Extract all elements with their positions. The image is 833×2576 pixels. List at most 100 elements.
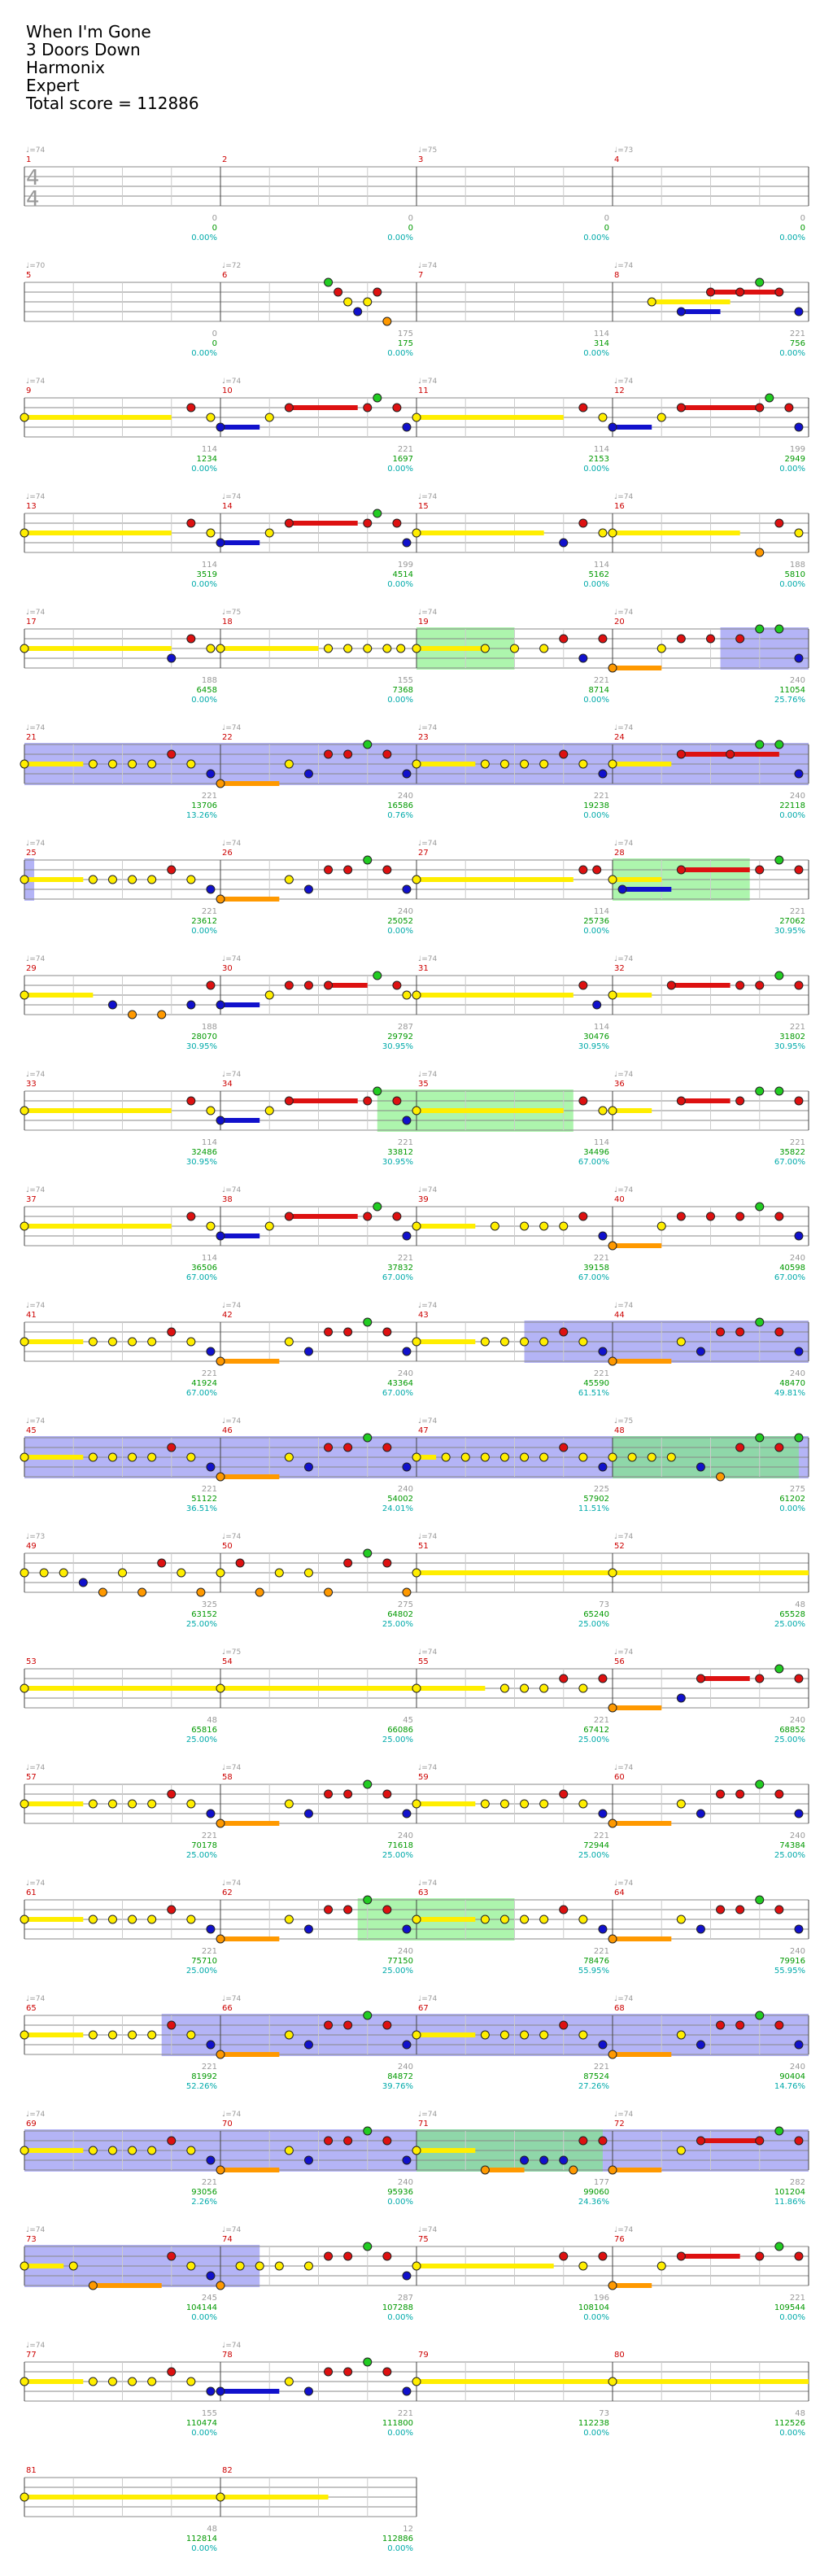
note-gem bbox=[206, 1347, 216, 1356]
note-gem bbox=[598, 413, 608, 422]
sustain-bar bbox=[24, 762, 84, 766]
note-gem bbox=[147, 1337, 157, 1347]
sustain-bar bbox=[220, 1118, 260, 1123]
measure-points: 155 bbox=[202, 2409, 217, 2418]
measure-points: 114 bbox=[202, 1138, 217, 1147]
note-gem bbox=[647, 297, 656, 307]
measure-number: 59 bbox=[418, 1773, 429, 1782]
note-gem bbox=[608, 528, 617, 538]
tempo-marker: ♩=75 bbox=[418, 146, 437, 155]
measure-percent: 24.01% bbox=[382, 1504, 413, 1513]
measure-number: 34 bbox=[222, 1080, 233, 1089]
measure-percent: 14.76% bbox=[774, 2082, 805, 2091]
note-gem bbox=[676, 2146, 686, 2155]
note-gem bbox=[402, 884, 412, 894]
tempo-marker: ♩=74 bbox=[26, 955, 46, 963]
measure-percent: 27.26% bbox=[578, 2082, 609, 2091]
tempo-marker: ♩=74 bbox=[418, 1533, 438, 1541]
sustain-bar bbox=[700, 2138, 760, 2143]
note-gem bbox=[186, 1799, 196, 1809]
note-gem bbox=[88, 1452, 98, 1462]
measure-points: 73 bbox=[599, 1600, 609, 1609]
measure-percent: 2.26% bbox=[191, 2198, 217, 2207]
measure-points: 287 bbox=[398, 2294, 413, 2303]
note-gem bbox=[343, 1789, 353, 1799]
note-gem bbox=[402, 1924, 412, 1934]
note-gem bbox=[343, 1558, 353, 1568]
measure-percent: 0.00% bbox=[779, 2313, 805, 2322]
note-gem bbox=[774, 1789, 784, 1799]
note-gem bbox=[539, 759, 549, 769]
note-gem bbox=[216, 2050, 225, 2059]
sustain-bar bbox=[24, 877, 84, 882]
note-gem bbox=[147, 1915, 157, 1924]
sustain-bar bbox=[416, 993, 574, 998]
measure-score: 65816 bbox=[191, 1726, 217, 1735]
note-gem bbox=[696, 1347, 705, 1356]
note-gem bbox=[284, 1212, 294, 1221]
note-gem bbox=[578, 2030, 588, 2040]
measure-score: 4514 bbox=[393, 570, 413, 579]
sustain-bar bbox=[730, 752, 779, 757]
tempo-marker: ♩=74 bbox=[418, 2226, 438, 2234]
measure-percent: 30.95% bbox=[382, 1158, 413, 1167]
note-gem bbox=[363, 1895, 373, 1905]
measure-score: 65528 bbox=[779, 1610, 805, 1619]
note-gem bbox=[627, 1452, 637, 1462]
note-gem bbox=[706, 287, 715, 297]
tempo-marker: ♩=74 bbox=[418, 1071, 438, 1079]
note-gem bbox=[206, 2040, 216, 2050]
note-gem bbox=[559, 2155, 569, 2165]
note-gem bbox=[755, 2136, 765, 2146]
note-gem bbox=[559, 1905, 569, 1915]
note-gem bbox=[107, 1452, 117, 1462]
note-gem bbox=[592, 865, 602, 875]
note-gem bbox=[578, 980, 588, 990]
sustain-bar bbox=[416, 530, 544, 535]
measure-number: 23 bbox=[418, 733, 429, 742]
sustain-bar bbox=[289, 521, 358, 526]
note-gem bbox=[206, 980, 216, 990]
note-gem bbox=[608, 1703, 617, 1713]
song-header: When I'm Gone 3 Doors Down Harmonix Expe… bbox=[26, 23, 199, 112]
measure-number: 37 bbox=[26, 1195, 37, 1204]
tempo-marker: ♩=74 bbox=[222, 1302, 242, 1310]
measure-points: 221 bbox=[790, 2294, 805, 2303]
note-gem bbox=[774, 518, 784, 528]
measure-percent: 0.00% bbox=[191, 2544, 217, 2553]
note-gem bbox=[539, 1799, 549, 1809]
sustain-bar bbox=[681, 2254, 740, 2259]
measure-percent: 0.00% bbox=[191, 2313, 217, 2322]
note-gem bbox=[499, 1337, 509, 1347]
measure-score: 13706 bbox=[191, 801, 217, 810]
note-gem bbox=[676, 634, 686, 644]
measure-percent: 30.95% bbox=[774, 927, 805, 936]
measure-score: 57902 bbox=[583, 1495, 609, 1504]
sustain-bar bbox=[739, 290, 779, 295]
note-gem bbox=[343, 2367, 353, 2377]
tempo-marker: ♩=74 bbox=[26, 1764, 46, 1772]
sustain-bar bbox=[416, 1801, 476, 1806]
measure-points: 221 bbox=[398, 2409, 413, 2418]
note-gem bbox=[264, 990, 274, 1000]
note-gem bbox=[412, 2030, 421, 2040]
measure-number: 36 bbox=[614, 1080, 625, 1089]
note-gem bbox=[128, 2030, 137, 2040]
note-gem bbox=[216, 2492, 225, 2502]
measure-points: 221 bbox=[594, 2063, 609, 2072]
tempo-marker: ♩=74 bbox=[418, 724, 438, 732]
tempo-marker: ♩=74 bbox=[26, 840, 46, 848]
note-gem bbox=[755, 1779, 765, 1789]
measure-number: 5 bbox=[26, 271, 31, 280]
note-gem bbox=[363, 855, 373, 865]
measure-number: 73 bbox=[26, 2235, 37, 2244]
tempo-marker: ♩=74 bbox=[418, 1186, 438, 1194]
note-gem bbox=[20, 413, 29, 422]
note-gem bbox=[539, 1221, 549, 1231]
note-gem bbox=[598, 1106, 608, 1116]
note-gem bbox=[216, 2386, 225, 2396]
time-signature-top: 4 bbox=[26, 166, 40, 190]
measure-points: 325 bbox=[202, 1600, 217, 1609]
note-gem bbox=[794, 653, 804, 663]
tempo-marker: ♩=74 bbox=[222, 1533, 242, 1541]
